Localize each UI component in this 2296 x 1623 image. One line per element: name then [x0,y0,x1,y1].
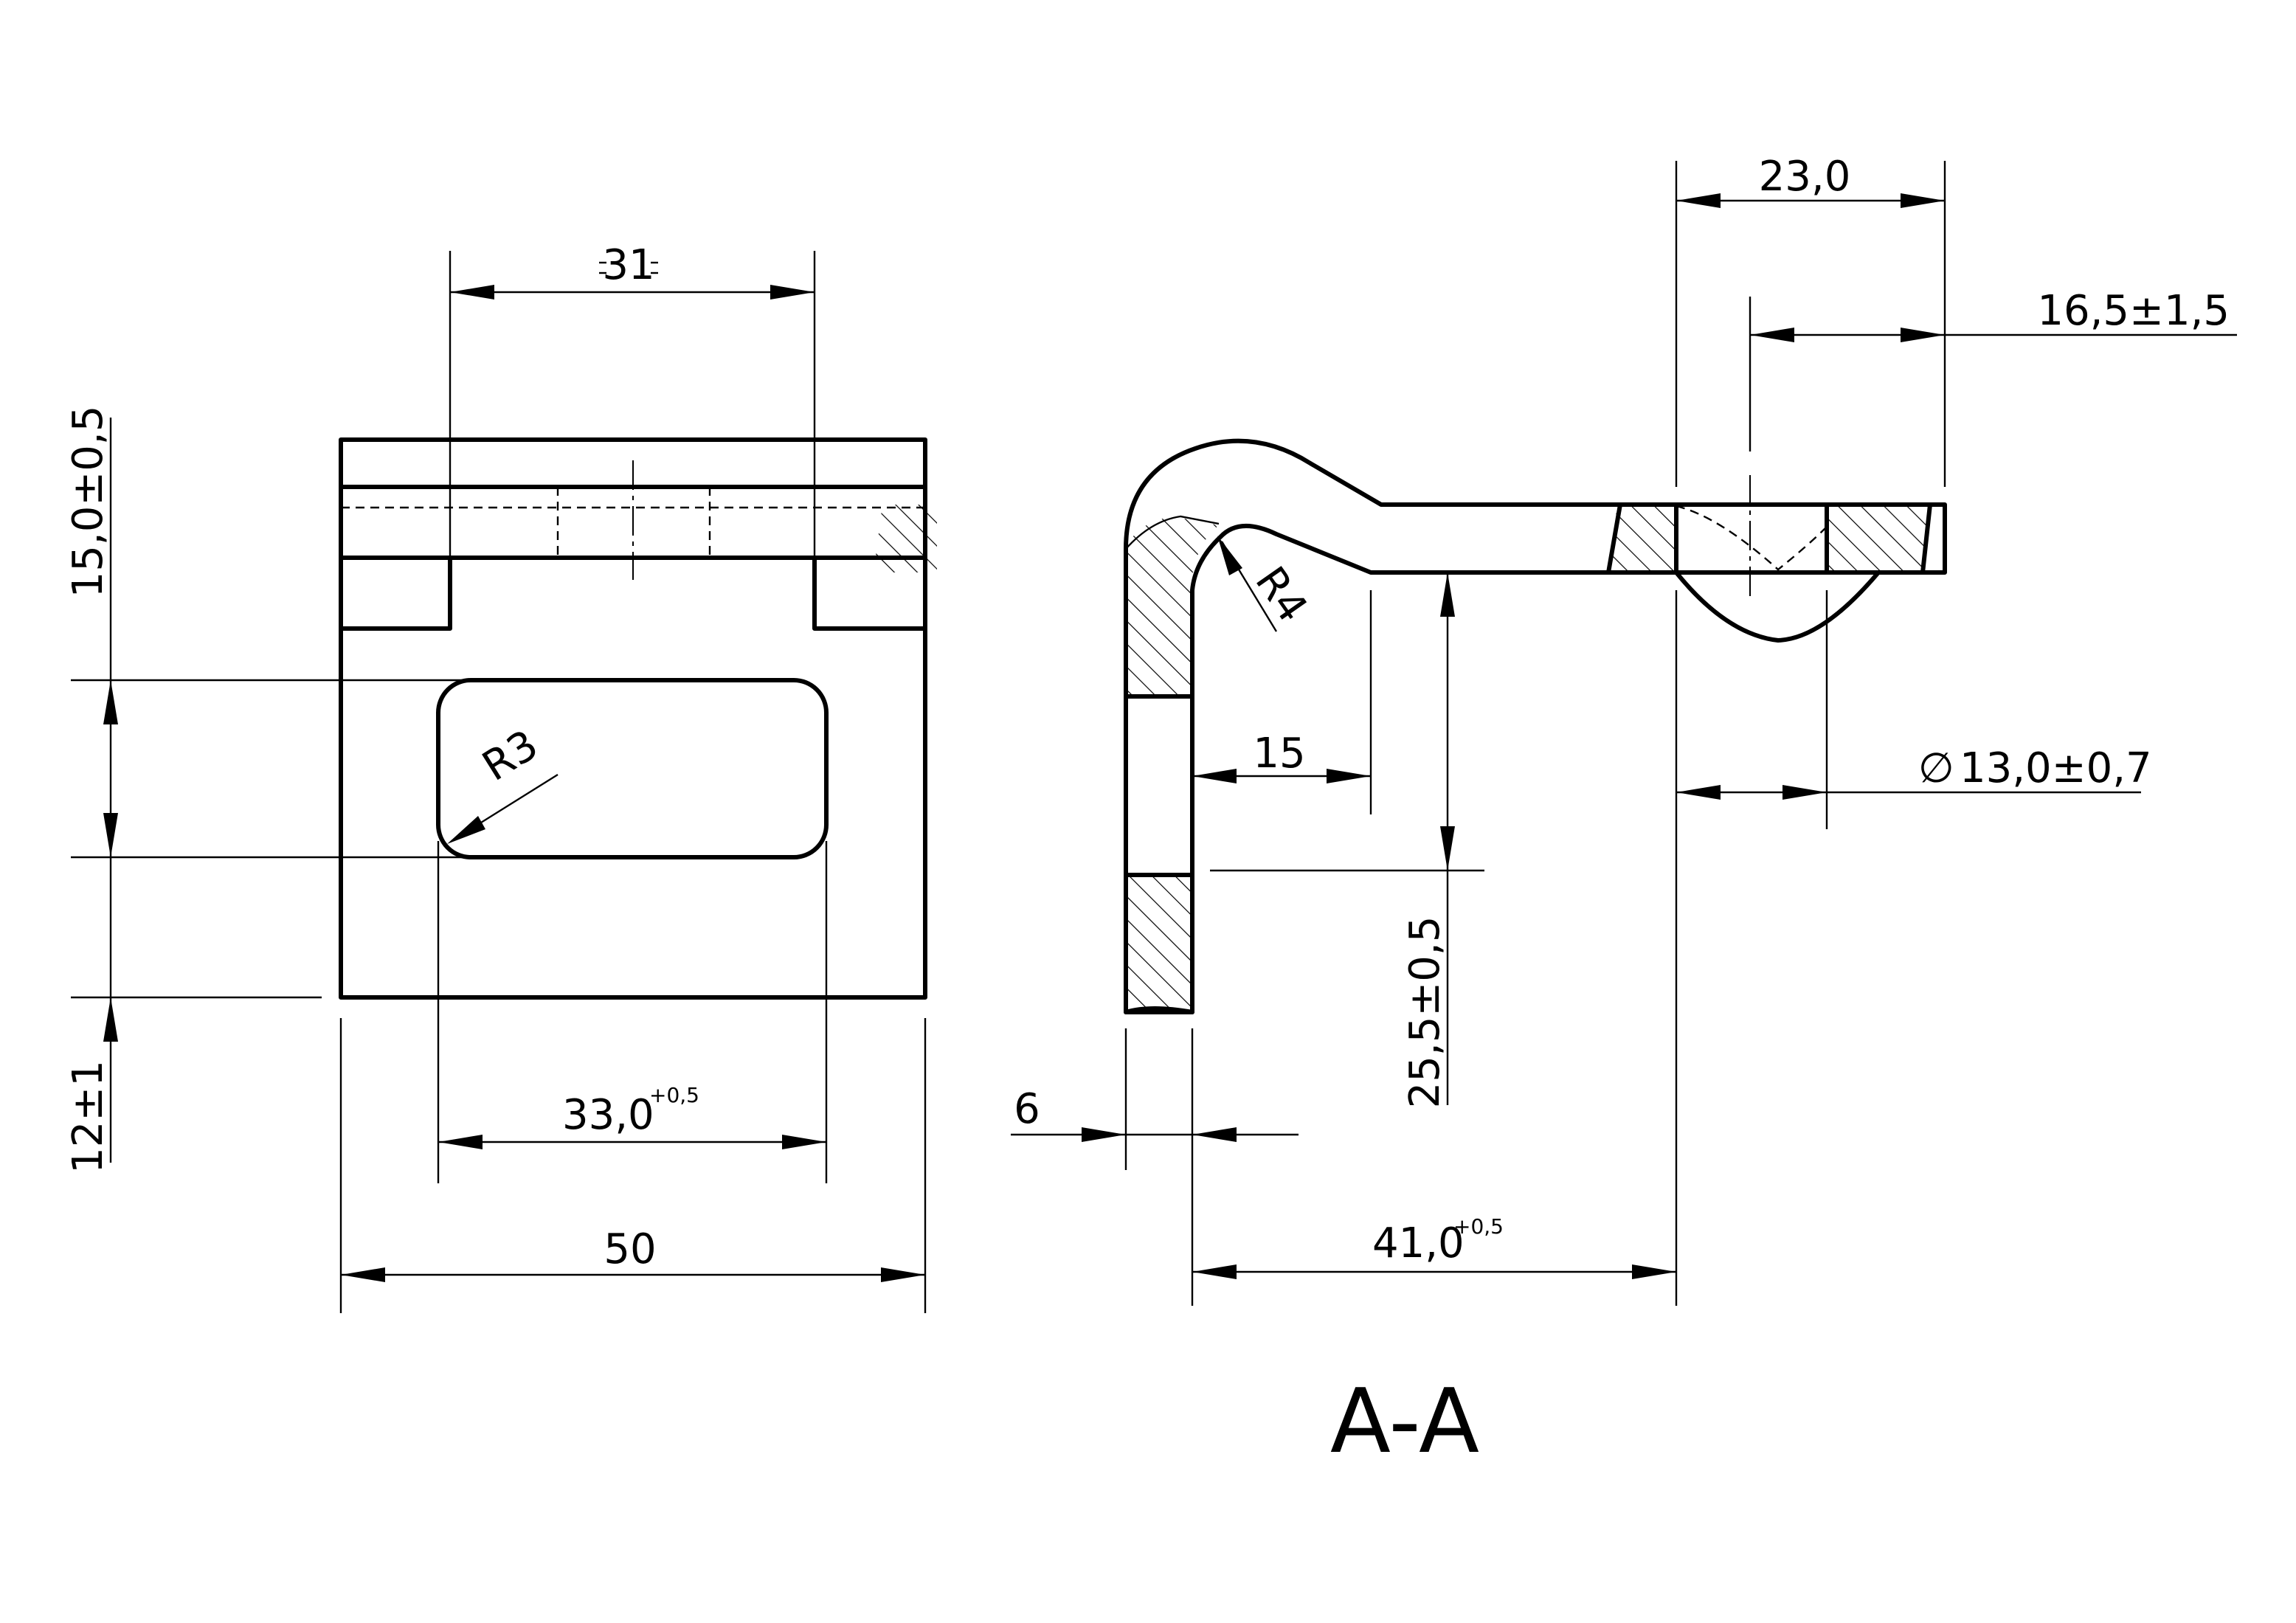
section-label: A-A [1330,1371,1479,1473]
dim-15-text: 15,0±0,5 [64,406,112,598]
dim-6-text: 6 [1014,1085,1040,1133]
dim-15-arrow-bottom [103,813,118,857]
dim-13-text: 13,0±0,7 [1960,744,2152,792]
section-view: R4 23,0 16,5±1,5 15 25,5±0,5 ∅ 13,0± [874,153,2237,1473]
dim-33-tol: +0,5 [649,1083,699,1107]
front-right-notch [812,556,927,631]
dim-23-arrow-left [1676,193,1721,208]
section-outer-outline [1124,438,1947,1014]
dim-15s-arrow-left [1192,769,1237,783]
dim-31-text: 31 [602,241,654,289]
section-inner-bend [1125,515,1220,550]
dim-25-arrow-bottom [1440,826,1455,871]
dim-41-text: 41,0 [1372,1219,1465,1267]
dim-16-arrow-right [1901,328,1945,342]
dim-41-arrow-right [1632,1264,1676,1279]
front-view: 31 15,0±0,5 12±1 R3 33,0 +0,5 [64,241,927,1313]
dim-31-tol-marks [599,261,658,274]
dim-12-arrow [103,997,118,1042]
section-hatch-mid [874,505,937,572]
dim-6-arrow-left [1082,1127,1126,1142]
dim-33-arrow-right [782,1135,826,1149]
hole-dome-outline [1674,570,1881,643]
dim-31-arrow-left [450,285,494,300]
dim-15-arrow-top [103,680,118,724]
r3-text: R3 [474,721,547,791]
section-bottom-curve [1124,1006,1194,1014]
dim-15s-arrow-right [1327,769,1371,783]
dim-25-text: 25,5±0,5 [1401,916,1449,1109]
dim-41-arrow-left [1192,1264,1237,1279]
hole-hidden-v [1676,505,1828,571]
dim-25-arrow-top [1440,572,1455,617]
section-hatch-upper-left [1126,516,1219,696]
r4-text: R4 [1246,558,1317,631]
dim-13-arrow-right [1782,785,1827,800]
dim-50-arrow-right [881,1267,925,1282]
dim-33-text: 33,0 [562,1091,654,1139]
section-hatch-lower-left [1126,875,1192,1012]
r3-arrow [447,816,485,844]
dim-12-text: 12±1 [64,1060,112,1174]
hole-left-wall [1606,502,1622,575]
r4-arrow [1217,536,1242,575]
dim-15s-text: 15 [1253,730,1305,778]
dim-16-text: 16,5±1,5 [2037,287,2230,335]
section-hatch-hole-left [1608,505,1676,572]
dim-13-arrow-left [1676,785,1721,800]
front-window-outline [436,678,829,859]
dim-16-arrow-left [1750,328,1794,342]
dim-23-arrow-right [1901,193,1945,208]
dim-31-arrow-right [770,285,815,300]
dim-6-arrow-right [1192,1127,1237,1142]
front-body-outline [339,437,927,1000]
dim-33-arrow-left [438,1135,483,1149]
dim-50-text: 50 [604,1225,656,1273]
front-left-notch [339,556,452,631]
dim-13-symbol: ∅ [1918,744,1954,792]
section-hatch-hole-right [1827,505,1930,572]
dim-50-arrow-left [341,1267,385,1282]
dim-23-text: 23,0 [1759,153,1851,201]
dim-41-tol: +0,5 [1453,1214,1504,1239]
hole-right-wall [1920,502,1932,575]
